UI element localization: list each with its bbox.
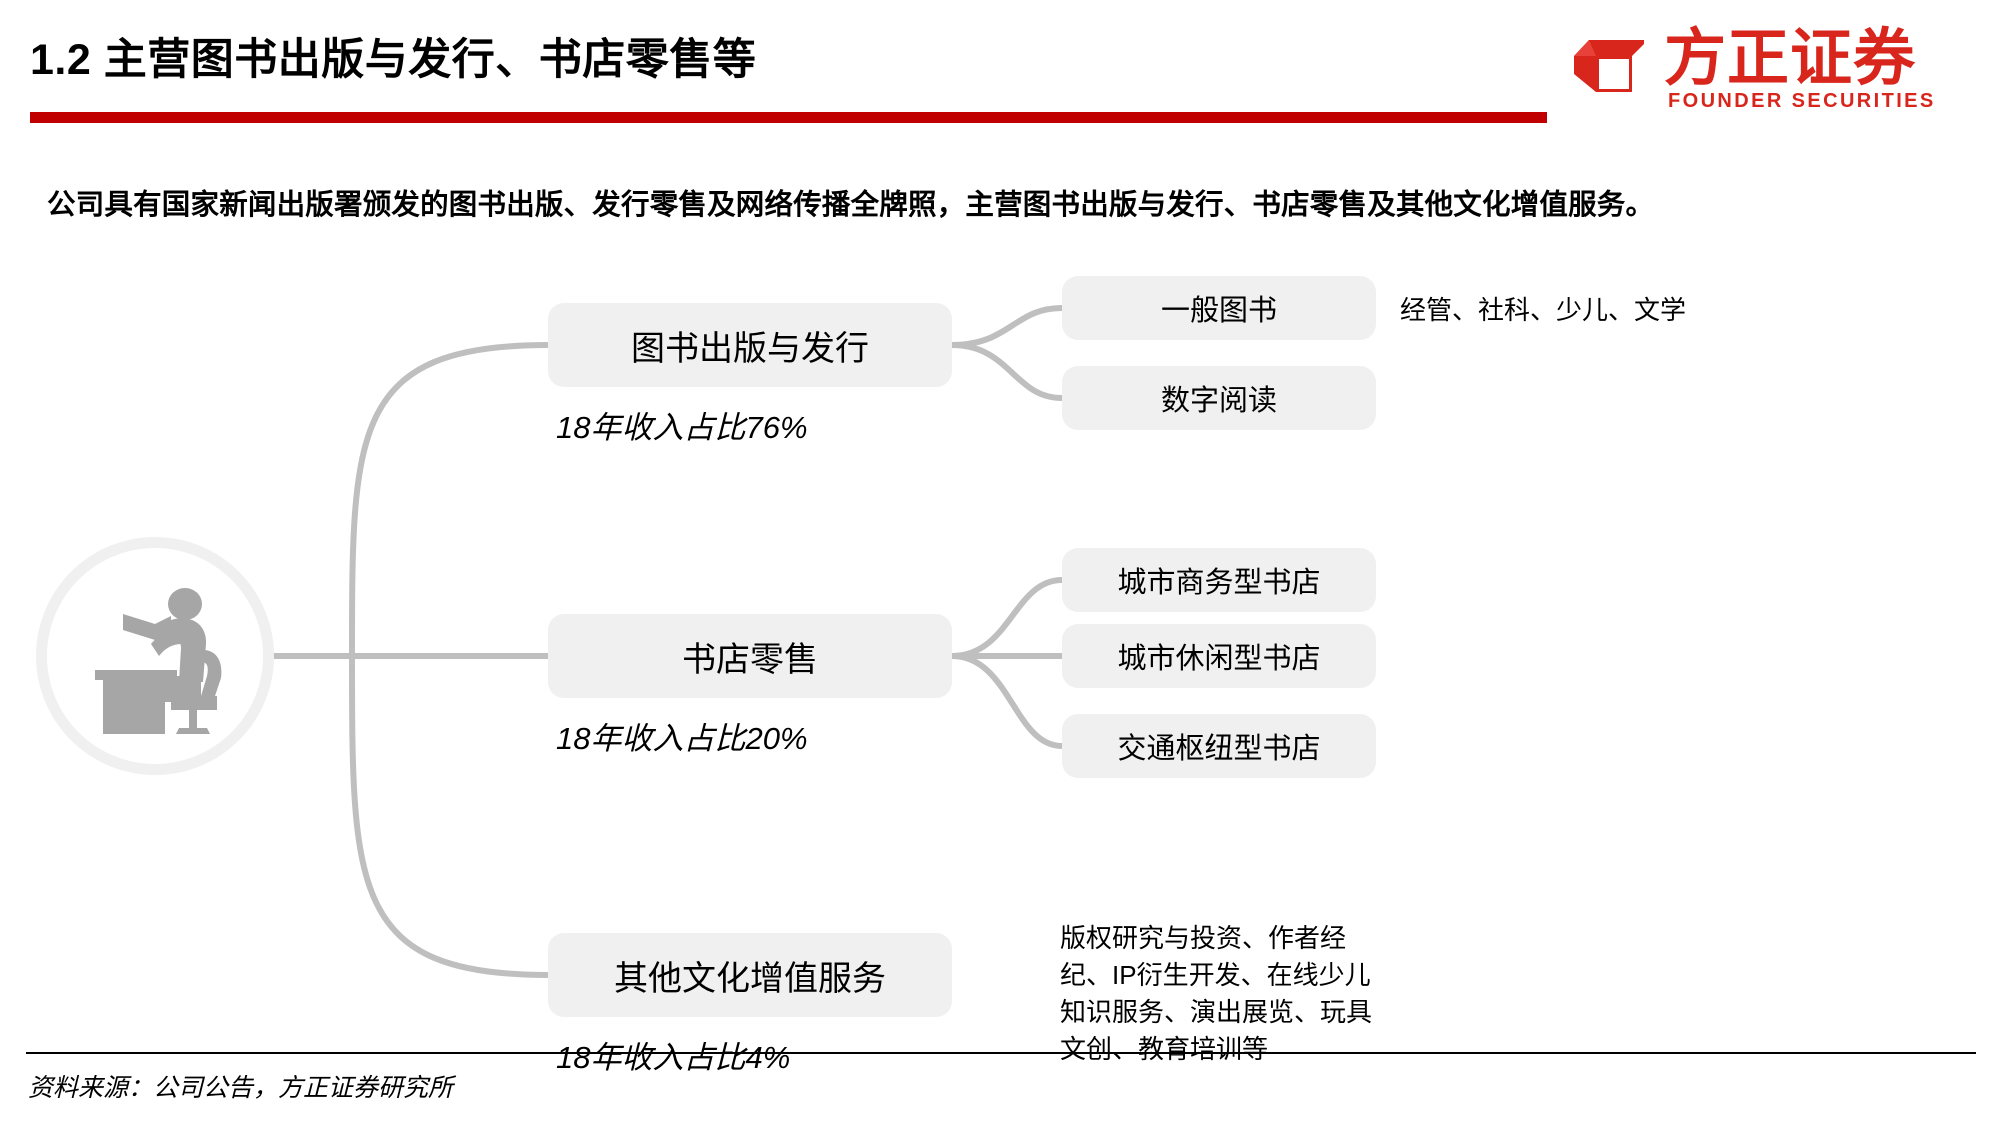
connector-b2-to-child-3 [949, 653, 1065, 749]
person-reading-at-desk-icon [95, 588, 222, 734]
logo-name-en: FOUNDER SECURITIES [1668, 90, 1936, 112]
node-book-publishing[interactable]: 图书出版与发行 [548, 303, 952, 387]
node-label: 一般图书 [1160, 295, 1277, 327]
node-label: 交通枢纽型书店 [1117, 733, 1321, 765]
lead-paragraph: 公司具有国家新闻出版署颁发的图书出版、发行零售及网络传播全牌照，主营图书出版与发… [47, 189, 1655, 221]
page-title: 1.2 主营图书出版与发行、书店零售等 [30, 36, 757, 84]
footer-divider [26, 1052, 1976, 1054]
sidenote-general-books: 经管、社科、少儿、文学 [1400, 295, 1687, 325]
caption-book-publishing: 18年收入占比76% [556, 410, 808, 445]
node-label: 其他文化增值服务 [614, 959, 886, 998]
connector-b2-to-child-1 [949, 577, 1065, 659]
title-underline-rule [30, 112, 1547, 123]
hub-circle [47, 548, 263, 764]
connector-spine-to-branch-3 [349, 653, 551, 978]
node-label: 城市休闲型书店 [1117, 643, 1321, 675]
node-label: 城市商务型书店 [1117, 567, 1321, 599]
node-general-books[interactable]: 一般图书 [1062, 276, 1376, 340]
caption-bookstore-retail: 18年收入占比20% [556, 721, 808, 756]
node-digital-reading[interactable]: 数字阅读 [1062, 366, 1376, 430]
node-label: 图书出版与发行 [631, 329, 869, 368]
node-bookstore-retail[interactable]: 书店零售 [548, 614, 952, 698]
connector-b1-to-child-1 [949, 305, 1065, 348]
node-label: 书店零售 [682, 640, 818, 679]
node-label: 数字阅读 [1160, 385, 1277, 417]
logo-name-cn: 方正证券 [1664, 24, 1917, 93]
sidenote-other-cultural-services: 版权研究与投资、作者经纪、IP衍生开发、在线少儿知识服务、演出展览、玩具文创、教… [1060, 923, 1373, 1064]
source-note: 资料来源：公司公告，方正证券研究所 [28, 1074, 454, 1102]
diagram-connectors [269, 305, 1065, 978]
node-other-cultural-services[interactable]: 其他文化增值服务 [548, 933, 952, 1017]
business-structure-diagram: 图书出版与发行 18年收入占比76% 书店零售 18年收入占比20% 其他文化增… [0, 250, 2000, 1075]
connector-spine-to-branch-1 [349, 342, 551, 659]
company-logo: 方正证券 FOUNDER SECURITIES [1572, 26, 1982, 112]
node-transport-hub-bookstore[interactable]: 交通枢纽型书店 [1062, 714, 1376, 778]
caption-other-cultural-services: 18年收入占比4% [556, 1040, 791, 1075]
node-urban-leisure-bookstore[interactable]: 城市休闲型书店 [1062, 624, 1376, 688]
connector-b1-to-child-2 [949, 342, 1065, 401]
node-urban-business-bookstore[interactable]: 城市商务型书店 [1062, 548, 1376, 612]
founder-logo-mark-icon [1574, 40, 1644, 92]
